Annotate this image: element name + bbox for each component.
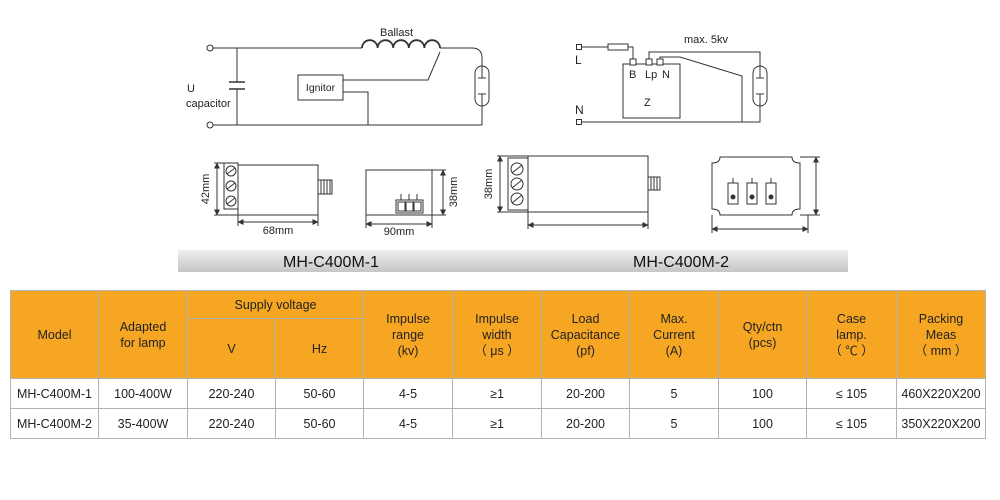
screw-icon (225, 180, 237, 192)
cell-case-temp: ≤ 105 (806, 378, 898, 409)
terminal (727, 182, 739, 205)
cell-model: MH-C400M-1 (10, 378, 99, 409)
circuit-diagram-1 (206, 39, 490, 129)
model-label-right: MH-C400M-2 (633, 254, 729, 271)
u-label: U (187, 83, 195, 95)
device-body (237, 164, 319, 216)
cell-qty-ctn: 100 (718, 408, 808, 439)
header-adapted-lamp: Adapted for lamp (98, 290, 188, 379)
cell-packing: 350X220X200 (896, 408, 987, 439)
width-label: 68mm (263, 225, 294, 237)
height-label: 38mm (448, 177, 460, 208)
bottom-wire-2 (581, 106, 761, 123)
header-supply-voltage: Supply voltage (186, 290, 365, 319)
header-load-capacitance: Load Capacitance (pf) (541, 290, 631, 379)
cell-impulse-width: ≥1 (452, 378, 543, 409)
cell-packing: 460X220X200 (896, 378, 987, 409)
terminal-top (206, 44, 214, 52)
width-label: 90mm (384, 226, 415, 238)
l-label: L (575, 53, 582, 67)
header-qty-ctn: Qty/ctn (pcs) (718, 290, 808, 379)
terminal-lp-label: Lp (645, 69, 657, 81)
capacitor-label: capacitor (186, 98, 231, 110)
cell-voltage: 220-240 (187, 378, 276, 409)
terminal-bottom (206, 121, 214, 129)
lamp-wire (440, 47, 483, 66)
ignitor-wires (343, 51, 441, 125)
ballast-coil (361, 39, 441, 49)
terminal-lp-pin (645, 58, 653, 66)
header-packing: Packing Meas （ mm ） (896, 290, 987, 379)
diagram-area: Ballast U capacitor Ignitor L N max. 5kv… (178, 27, 848, 272)
cell-model: MH-C400M-2 (10, 408, 99, 439)
circuit-diagram-2 (576, 43, 768, 125)
terminal-n-pin (656, 58, 664, 66)
header-model: Model (10, 290, 99, 379)
terminal (765, 182, 777, 205)
terminal (746, 182, 758, 205)
line-wire (581, 46, 634, 59)
bottom-wire (213, 106, 483, 126)
cell-max-current: 5 (629, 378, 720, 409)
screw-icon (510, 177, 524, 191)
terminal-n (576, 119, 582, 125)
model-bar (178, 250, 848, 272)
lamp-electrodes (478, 66, 486, 106)
device-1-top-view (365, 169, 446, 228)
terminal-l (576, 44, 582, 50)
terminal-n-label: N (662, 69, 670, 81)
cell-lamp-power: 35-400W (98, 408, 188, 439)
ignitor-box (297, 74, 344, 101)
terminal-b-label: B (629, 69, 636, 81)
cell-voltage: 220-240 (187, 408, 276, 439)
device-2-top-view (711, 156, 820, 233)
n-label: N (575, 103, 584, 117)
device-1-side-view (214, 162, 333, 226)
device-2-side-view (497, 155, 661, 229)
device-outline (711, 156, 801, 216)
lamp-electrodes-2 (756, 66, 764, 106)
screw-icon (225, 195, 237, 207)
header-impulse-width: Impulse width （ μs ） (452, 290, 543, 379)
header-max-current: Max. Current (A) (629, 290, 720, 379)
mounting-stud (317, 179, 333, 195)
cell-impulse-width: ≥1 (452, 408, 543, 439)
screw-icon (225, 165, 237, 177)
model-label-left: MH-C400M-1 (283, 254, 379, 271)
screw-icon (510, 192, 524, 206)
header-frequency: Hz (274, 318, 365, 379)
spec-table: Model Adapted for lamp Supply voltage Im… (10, 290, 987, 439)
header-case-temp: Case lamp. （ ℃ ） (806, 290, 898, 379)
ignitor-label: Ignitor (306, 82, 336, 94)
cell-impulse-range: 4-5 (363, 378, 454, 409)
header-voltage: V (187, 318, 276, 379)
fuse-icon (607, 43, 629, 51)
cell-load-capacitance: 20-200 (541, 408, 631, 439)
cell-lamp-power: 100-400W (98, 378, 188, 409)
capacitor-symbol (229, 81, 245, 90)
voltage-label: max. 5kv (684, 34, 729, 46)
device-body (527, 155, 649, 213)
cell-frequency: 50-60 (274, 408, 365, 439)
ballast-label: Ballast (380, 27, 413, 39)
header-row: Model Adapted for lamp Supply voltage Im… (10, 290, 987, 379)
cell-load-capacitance: 20-200 (541, 378, 631, 409)
cell-max-current: 5 (629, 408, 720, 439)
box-z-label: Z (644, 97, 651, 109)
terminal-b-pin (629, 58, 637, 66)
cell-impulse-range: 4-5 (363, 408, 454, 439)
height-label: 38mm (483, 169, 495, 200)
height-label: 42mm (200, 174, 212, 205)
cell-case-temp: ≤ 105 (806, 408, 898, 439)
neutral-wire (659, 56, 743, 122)
cell-frequency: 50-60 (274, 378, 365, 409)
cell-qty-ctn: 100 (718, 378, 808, 409)
screw-icon (510, 162, 524, 176)
device-body (365, 169, 433, 216)
table-row: MH-C400M-1 100-400W 220-240 50-60 4-5 ≥1… (10, 378, 987, 409)
table-row: MH-C400M-2 35-400W 220-240 50-60 4-5 ≥1 … (10, 408, 987, 439)
lamp-output-wire (648, 51, 761, 66)
header-impulse-range: Impulse range (kv) (363, 290, 454, 379)
